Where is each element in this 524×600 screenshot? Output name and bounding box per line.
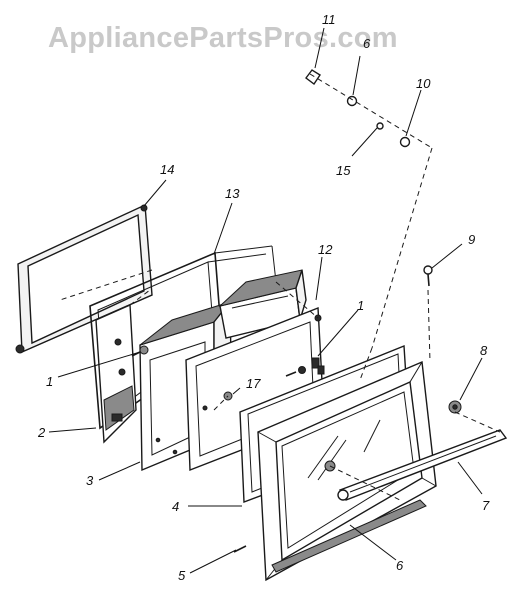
leader-lines bbox=[48, 27, 483, 574]
label-part-5: 5 bbox=[178, 568, 186, 583]
label-part-2: 2 bbox=[37, 425, 46, 440]
label-part-8: 8 bbox=[480, 343, 488, 358]
label-part-12: 12 bbox=[318, 242, 333, 257]
part-1-screw-right bbox=[285, 357, 325, 377]
part-2-side-bracket bbox=[95, 303, 137, 444]
outer-door-frame bbox=[257, 360, 437, 582]
label-part-7: 7 bbox=[482, 498, 490, 513]
label-part-10: 10 bbox=[416, 76, 431, 91]
assembly-dashed-lines bbox=[59, 73, 501, 501]
part-6-bottom-trim bbox=[271, 499, 427, 573]
part-1-screw-left bbox=[131, 345, 149, 357]
label-part-17: 17 bbox=[246, 376, 261, 391]
part-7-door-handle bbox=[337, 429, 508, 501]
part-labels: 11 6 10 15 14 13 9 12 1 8 1 17 2 3 4 7 6… bbox=[37, 12, 490, 583]
label-part-13: 13 bbox=[225, 186, 240, 201]
label-part-3: 3 bbox=[86, 473, 94, 488]
part-10-washer bbox=[399, 136, 411, 148]
label-part-1-left: 1 bbox=[46, 374, 53, 389]
label-part-4: 4 bbox=[172, 499, 179, 514]
part-12-insulation-block bbox=[218, 269, 307, 339]
label-part-14: 14 bbox=[160, 162, 174, 177]
part-8-spacer bbox=[448, 400, 462, 414]
part-11-knob bbox=[305, 69, 321, 86]
part-9-screw bbox=[423, 265, 433, 287]
part-5-clip bbox=[233, 545, 247, 553]
watermark-logo: AppliancePartsPros.com bbox=[48, 22, 398, 54]
label-part-11: 11 bbox=[322, 12, 336, 27]
label-part-6-bottom: 6 bbox=[396, 558, 404, 573]
part-15-clip bbox=[376, 122, 384, 130]
label-part-9: 9 bbox=[468, 232, 475, 247]
part-6-washer-top bbox=[346, 95, 358, 107]
label-part-15: 15 bbox=[336, 163, 351, 178]
label-part-6-top: 6 bbox=[363, 36, 371, 51]
label-part-1-right: 1 bbox=[357, 298, 364, 313]
